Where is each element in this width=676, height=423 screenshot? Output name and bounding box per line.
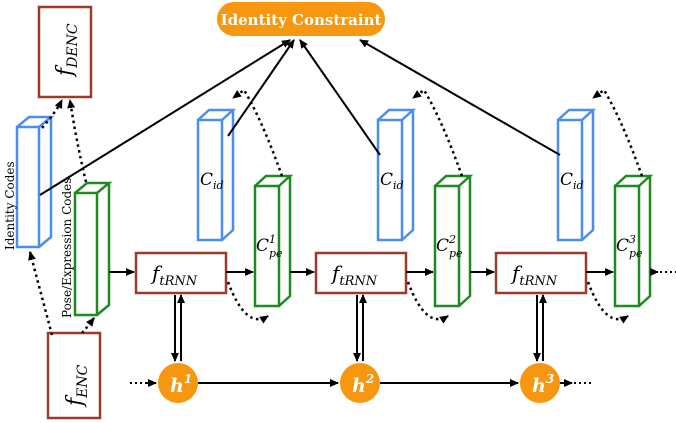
hidden-state-node: h1 bbox=[158, 363, 198, 403]
dotted-identity-to-decoder bbox=[41, 99, 64, 129]
identity-constraint-label: Identity Constraint bbox=[221, 11, 382, 29]
dotted-rnn3-to-cpe3-bottom bbox=[586, 281, 629, 324]
rnn-cell-box: ftRNN bbox=[314, 251, 408, 295]
identity-code-label: Cid bbox=[560, 170, 584, 192]
dotted-rnn1-to-cpe1-bottom bbox=[226, 281, 269, 324]
pose-code-block bbox=[613, 174, 654, 308]
dotted-cpe1-to-cid1-top bbox=[232, 88, 284, 177]
identity-code-label: Cid bbox=[380, 170, 404, 192]
identity-code-label: Cid bbox=[200, 170, 224, 192]
rnn-cell-box: ftRNN bbox=[134, 251, 228, 295]
dotted-encoder-to-pose bbox=[81, 317, 95, 334]
arrow-identity-to-constraint bbox=[39, 39, 291, 196]
hidden-state-label: h2 bbox=[352, 372, 374, 397]
arrows bbox=[28, 39, 676, 387]
arrow-cid2-to-constraint bbox=[299, 39, 381, 156]
hidden-state-label: h3 bbox=[532, 372, 554, 397]
arrow-cid3-to-constraint bbox=[359, 39, 561, 156]
identity-code-block bbox=[556, 108, 597, 242]
dotted-cpe2-to-cid2-top bbox=[412, 88, 464, 177]
identity-constraint-node: Identity Constraint bbox=[217, 2, 385, 36]
rnn-cell-label: ftRNN bbox=[510, 261, 558, 289]
identity-code-block bbox=[376, 108, 417, 242]
pose-codes-block bbox=[73, 181, 113, 317]
hidden-state-node: h2 bbox=[340, 363, 380, 403]
identity-codes-block bbox=[15, 115, 55, 249]
hidden-state-label: h1 bbox=[170, 372, 192, 397]
pose-code-block bbox=[253, 174, 294, 308]
hidden-state-node: h3 bbox=[520, 363, 560, 403]
identity-code-block bbox=[196, 108, 237, 242]
identity-codes-label: Identity Codes bbox=[3, 161, 17, 250]
pose-code-block bbox=[433, 174, 474, 308]
dotted-rnn2-to-cpe2-bottom bbox=[406, 281, 449, 324]
rnn-cell-box: ftRNN bbox=[494, 251, 588, 295]
pose-codes-label: Pose/Expression Codes bbox=[60, 178, 74, 318]
encoder-label: fENC bbox=[63, 364, 91, 408]
arrow-cid1-to-constraint bbox=[227, 39, 295, 137]
encoder-box: fENC bbox=[46, 331, 102, 420]
dotted-encoder-to-identity bbox=[28, 251, 54, 336]
dotted-pose-to-decoder bbox=[67, 99, 88, 183]
dotted-cpe3-to-cid3-top bbox=[592, 88, 644, 177]
decoder-box: fDENC bbox=[37, 5, 93, 99]
